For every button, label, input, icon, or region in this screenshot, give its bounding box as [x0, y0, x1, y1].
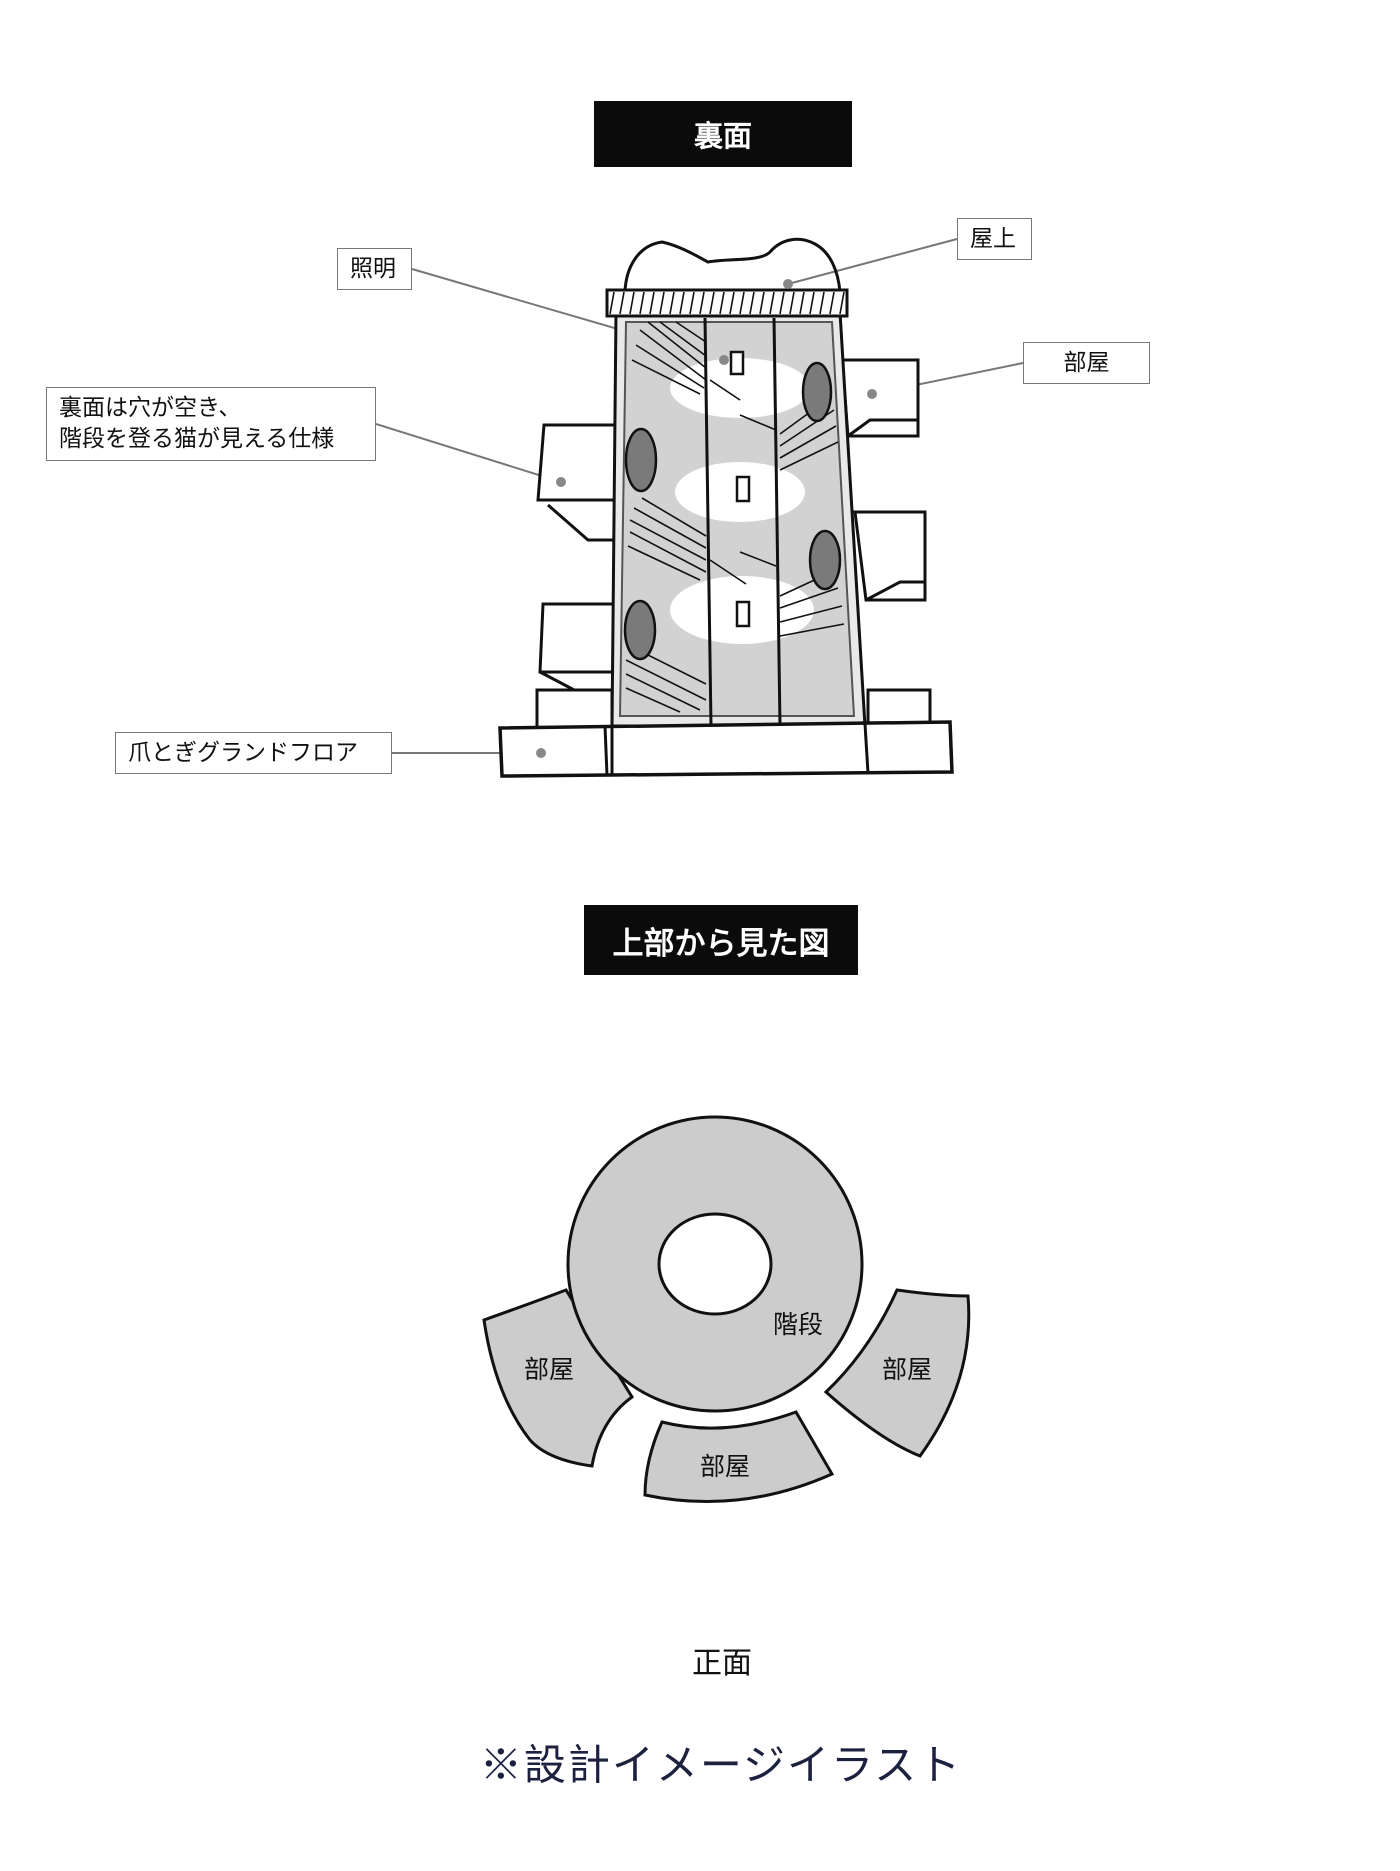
- callout-scratch-floor: 爪とぎグランドフロア: [115, 732, 392, 774]
- room-right-shape: [823, 1288, 971, 1458]
- wall-holes: [623, 361, 842, 661]
- central-pillars: [703, 317, 782, 727]
- label-room-left: 部屋: [523, 1355, 575, 1384]
- stair-hatching: [625, 321, 845, 713]
- callout-holes-line2: 階段を登る猫が見える仕様: [59, 426, 335, 452]
- callout-holes-line1: 裏面は穴が空き、: [59, 395, 242, 421]
- stairs-center-hole: [657, 1212, 773, 1316]
- leader-line-rooftop: [787, 238, 958, 285]
- roof-rim-hatching: [609, 291, 845, 315]
- callout-holes: 裏面は穴が空き、 階段を登る猫が見える仕様: [46, 387, 376, 461]
- callout-anchor-dots: [536, 279, 877, 758]
- right-side-rooms: [840, 358, 932, 732]
- front-direction-label: 正面: [692, 1646, 752, 1681]
- base-posts: [603, 716, 870, 776]
- label-room-center: 部屋: [699, 1452, 751, 1481]
- callout-rooftop: 屋上: [957, 218, 1032, 260]
- top-view-title: 上部から見た図: [584, 905, 858, 975]
- callout-lighting: 照明: [337, 248, 412, 290]
- label-room-right: 部屋: [881, 1355, 933, 1384]
- rooftop-cat-ears: [623, 237, 842, 293]
- room-left-shape: [482, 1288, 635, 1468]
- room-center-shape: [643, 1410, 835, 1504]
- footer-note: ※設計イメージイラスト: [479, 1740, 963, 1790]
- scratch-ground-floor: [498, 720, 954, 778]
- label-stairs: 階段: [772, 1310, 824, 1339]
- callout-room: 部屋: [1023, 342, 1150, 384]
- back-view-title: 裏面: [594, 101, 852, 167]
- left-side-rooms: [535, 423, 620, 730]
- roof-rim: [605, 288, 849, 318]
- lights: [729, 350, 751, 628]
- top-plan-view: [482, 1115, 971, 1504]
- leader-line-holes: [375, 423, 562, 483]
